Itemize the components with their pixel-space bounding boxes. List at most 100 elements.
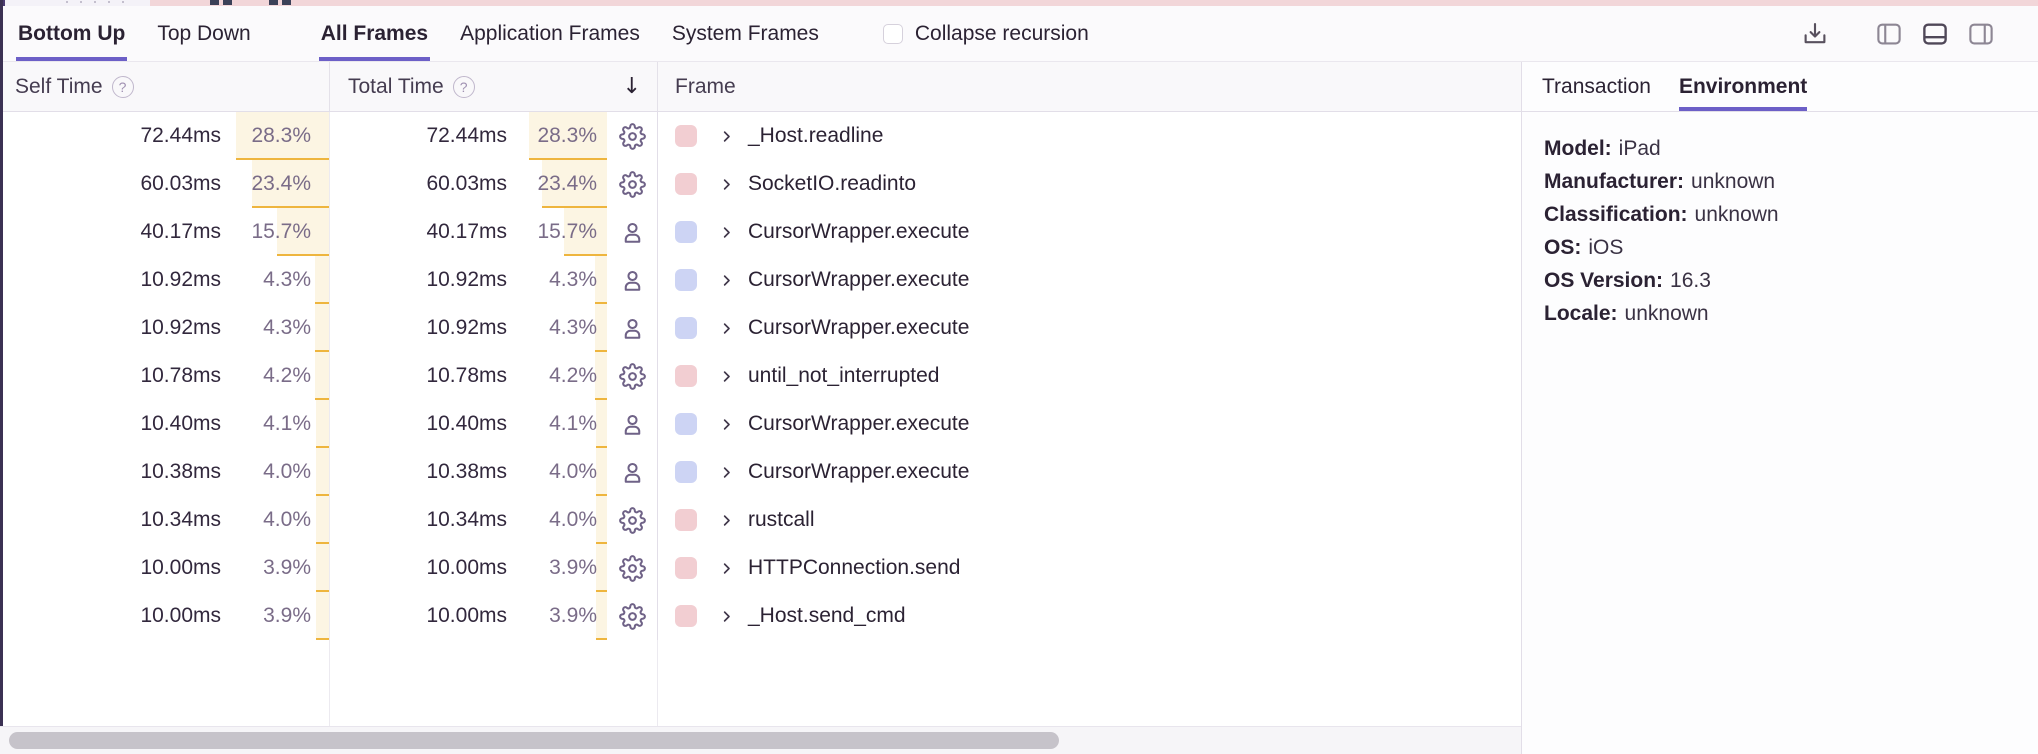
self-time-percent-bar — [316, 544, 329, 592]
main-area: Self Time ? Total Time ? ↓ Frame 72.44ms… — [0, 62, 2038, 754]
total-time-percent-bar — [542, 160, 607, 208]
self-time-value: 10.92ms — [140, 316, 221, 339]
total-time-percent-bar — [595, 448, 607, 496]
expand-chevron-icon[interactable] — [719, 513, 734, 528]
total-time-percent: 4.0% — [549, 508, 597, 531]
table-row[interactable]: 40.17ms 15.7% 40.17ms 15.7% CursorWrappe… — [0, 208, 1521, 256]
details-tab-transaction[interactable]: Transaction — [1542, 74, 1651, 98]
help-icon[interactable]: ? — [452, 75, 475, 98]
user-icon — [624, 414, 640, 435]
table-row[interactable]: 10.00ms 3.9% 10.00ms 3.9% _Host.send_cmd — [0, 592, 1521, 640]
table-row[interactable]: 10.92ms 4.3% 10.92ms 4.3% CursorWrapper.… — [0, 304, 1521, 352]
self-time-percent-bar — [315, 400, 329, 448]
collapse-recursion-control: Collapse recursion — [882, 6, 1089, 61]
self-time-percent: 23.4% — [251, 172, 311, 195]
details-tab-environment[interactable]: Environment — [1678, 62, 1808, 111]
table-row[interactable]: 10.34ms 4.0% 10.34ms 4.0% rustcall — [0, 496, 1521, 544]
frame-color-swatch — [675, 557, 697, 579]
scrollbar-thumb[interactable] — [9, 732, 1059, 749]
download-icon[interactable] — [1800, 19, 1830, 49]
frame-cell: _Host.readline — [658, 112, 1521, 160]
sort-descending-icon[interactable]: ↓ — [622, 74, 641, 99]
panel-bottom-icon[interactable] — [1920, 19, 1950, 49]
panel-left-icon[interactable] — [1874, 19, 1904, 49]
expand-chevron-icon[interactable] — [719, 177, 734, 192]
total-time-percent-bar — [528, 112, 607, 160]
table-row[interactable]: 60.03ms 23.4% 60.03ms 23.4% SocketIO.rea… — [0, 160, 1521, 208]
help-icon[interactable]: ? — [111, 75, 134, 98]
panel-right-icon[interactable] — [1966, 19, 1996, 49]
user-icon — [624, 462, 640, 483]
self-time-percent: 4.3% — [263, 316, 311, 339]
collapse-recursion-checkbox[interactable] — [882, 23, 903, 44]
self-time-cell: 10.78ms 4.2% — [0, 352, 330, 400]
tab-bottom-up[interactable]: Bottom Up — [16, 6, 128, 61]
total-time-value: 10.38ms — [426, 460, 507, 483]
total-time-percent-bar — [563, 208, 607, 256]
total-time-percent: 4.1% — [549, 412, 597, 435]
self-time-cell: 40.17ms 15.7% — [0, 208, 330, 256]
self-time-cell: 10.92ms 4.3% — [0, 304, 330, 352]
self-time-value: 10.34ms — [140, 508, 221, 531]
tab-top-down[interactable]: Top Down — [157, 21, 251, 45]
frame-cell: rustcall — [658, 496, 1521, 544]
self-time-value: 10.92ms — [140, 268, 221, 291]
expand-chevron-icon[interactable] — [719, 465, 734, 480]
expand-chevron-icon[interactable] — [719, 561, 734, 576]
self-time-percent: 28.3% — [251, 124, 311, 147]
self-time-value: 10.38ms — [140, 460, 221, 483]
details-tabs: Transaction Environment — [1522, 62, 2038, 112]
expand-chevron-icon[interactable] — [719, 225, 734, 240]
total-time-cell: 40.17ms 15.7% — [330, 208, 658, 256]
user-icon — [624, 318, 640, 339]
table-row[interactable]: 10.78ms 4.2% 10.78ms 4.2% until_not_inte… — [0, 352, 1521, 400]
total-time-percent-bar — [595, 352, 607, 400]
environment-line: Classification:unknown — [1544, 203, 1779, 226]
expand-chevron-icon[interactable] — [719, 369, 734, 384]
table-row[interactable]: 10.38ms 4.0% 10.38ms 4.0% CursorWrapper.… — [0, 448, 1521, 496]
self-time-column-header[interactable]: Self Time ? — [0, 62, 330, 111]
frame-cell: CursorWrapper.execute — [658, 400, 1521, 448]
tab-application-frames[interactable]: Application Frames — [460, 21, 640, 45]
total-time-cell: 72.44ms 28.3% — [330, 112, 658, 160]
frame-color-swatch — [675, 461, 697, 483]
frame-column-header[interactable]: Frame — [675, 74, 736, 98]
expand-chevron-icon[interactable] — [719, 321, 734, 336]
tab-system-frames[interactable]: System Frames — [671, 21, 819, 45]
total-time-column-header[interactable]: Total Time ? ↓ — [330, 62, 658, 111]
frame-cell: CursorWrapper.execute — [658, 256, 1521, 304]
frame-cell: HTTPConnection.send — [658, 544, 1521, 592]
total-time-percent: 4.2% — [549, 364, 597, 387]
table-row[interactable]: 10.92ms 4.3% 10.92ms 4.3% CursorWrapper.… — [0, 256, 1521, 304]
self-time-percent-bar — [235, 112, 329, 160]
self-time-percent: 15.7% — [251, 220, 311, 243]
table-row[interactable]: 72.44ms 28.3% 72.44ms 28.3% _Host.readli… — [0, 112, 1521, 160]
expand-chevron-icon[interactable] — [719, 417, 734, 432]
frame-name: HTTPConnection.send — [748, 556, 961, 579]
self-time-percent-bar — [314, 256, 329, 304]
total-time-percent: 28.3% — [537, 124, 597, 147]
frame-name: CursorWrapper.execute — [748, 268, 970, 291]
expand-chevron-icon[interactable] — [719, 609, 734, 624]
self-time-cell: 10.92ms 4.3% — [0, 256, 330, 304]
self-time-cell: 10.00ms 3.9% — [0, 592, 330, 640]
frame-cell: CursorWrapper.execute — [658, 448, 1521, 496]
tab-all-frames[interactable]: All Frames — [318, 6, 431, 61]
frame-color-swatch — [675, 413, 697, 435]
total-time-percent: 23.4% — [537, 172, 597, 195]
expand-chevron-icon[interactable] — [719, 129, 734, 144]
environment-line: Model:iPad — [1544, 137, 1661, 160]
expand-chevron-icon[interactable] — [719, 273, 734, 288]
self-time-cell: 10.00ms 3.9% — [0, 544, 330, 592]
frame-color-swatch — [675, 269, 697, 291]
horizontal-scrollbar[interactable] — [0, 726, 1521, 754]
self-time-percent-bar — [316, 592, 329, 640]
table-header: Self Time ? Total Time ? ↓ Frame — [0, 62, 1521, 112]
table-row[interactable]: 10.00ms 3.9% 10.00ms 3.9% HTTPConnection… — [0, 544, 1521, 592]
table-row[interactable]: 10.40ms 4.1% 10.40ms 4.1% CursorWrapper.… — [0, 400, 1521, 448]
self-time-percent-bar — [315, 448, 329, 496]
minimap-strip — [0, 0, 2038, 6]
total-time-cell: 10.00ms 3.9% — [330, 592, 658, 640]
self-time-cell: 60.03ms 23.4% — [0, 160, 330, 208]
